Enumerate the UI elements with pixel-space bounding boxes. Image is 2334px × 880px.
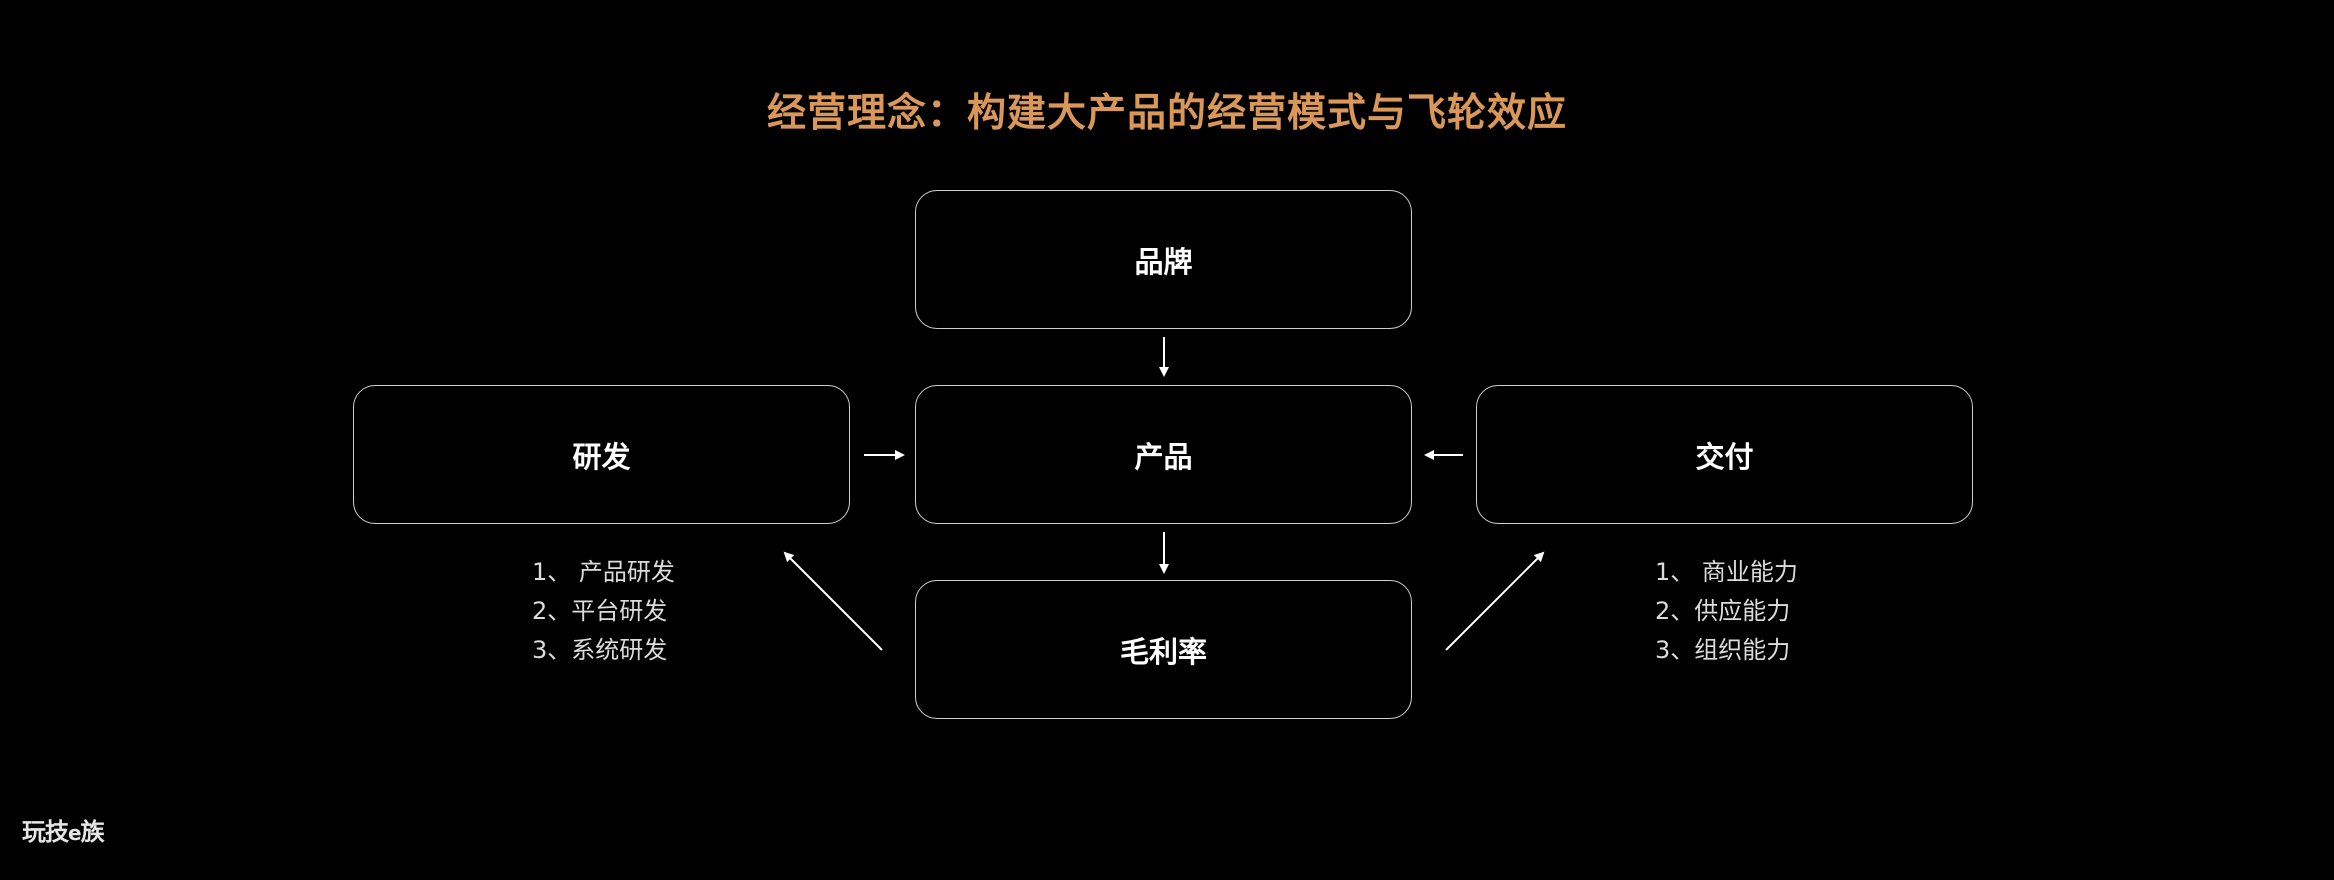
brand-label: 品牌	[1134, 244, 1193, 279]
product-box: 产品	[915, 385, 1412, 524]
brand-box: 品牌	[915, 190, 1412, 329]
delivery-label: 交付	[1695, 439, 1754, 474]
rnd-item: 2、平台研发	[532, 597, 668, 625]
logo-text: 玩技	[22, 818, 69, 846]
brand-logo: 玩技e族	[22, 812, 105, 847]
delivery-item: 1、 商业能力	[1655, 558, 1798, 586]
page-title: 经营理念：构建大产品的经营模式与飞轮效应	[766, 91, 1567, 136]
product-label: 产品	[1134, 439, 1193, 474]
delivery-item: 3、组织能力	[1655, 636, 1791, 664]
arrow-margin-to-delivery	[1445, 551, 1545, 651]
delivery-box: 交付	[1476, 385, 1973, 524]
delivery-item-list: 1、 商业能力 2、供应能力 3、组织能力	[1655, 553, 1955, 670]
gross-margin-label: 毛利率	[1119, 634, 1207, 669]
logo-text: 族	[80, 818, 105, 846]
rnd-item-list: 1、 产品研发 2、平台研发 3、系统研发	[532, 553, 832, 670]
rnd-item: 3、系统研发	[532, 636, 668, 664]
rnd-box: 研发	[353, 385, 850, 524]
rnd-label: 研发	[572, 439, 631, 474]
arrow-margin-to-rnd	[783, 551, 883, 651]
gross-margin-box: 毛利率	[915, 580, 1412, 719]
delivery-item: 2、供应能力	[1655, 597, 1791, 625]
logo-text: e	[68, 821, 82, 845]
rnd-item: 1、 产品研发	[532, 558, 675, 586]
